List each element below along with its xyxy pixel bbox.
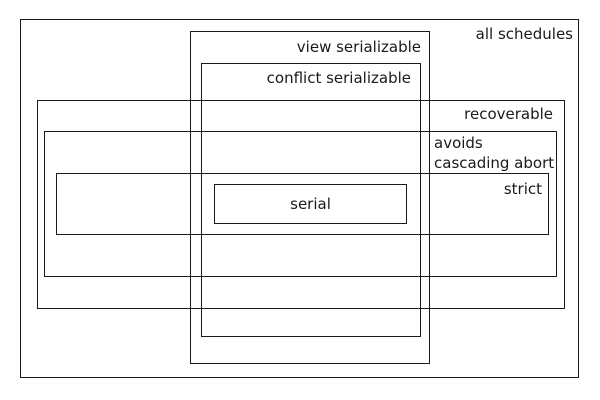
label-view-serializable: view serializable	[296, 38, 421, 56]
label-avoids-line2: cascading abort	[434, 154, 555, 172]
set-all-schedules	[20, 19, 579, 378]
label-conflict-serializable: conflict serializable	[266, 69, 411, 87]
set-avoids-cascading-abort	[44, 131, 557, 277]
set-strict	[56, 173, 549, 235]
label-all-schedules: all schedules	[475, 25, 573, 43]
label-strict: strict	[503, 180, 542, 198]
label-serial: serial	[290, 195, 331, 213]
set-view-serializable	[190, 31, 430, 364]
set-recoverable	[37, 100, 565, 309]
set-serial	[214, 184, 407, 224]
label-avoids-line1: avoids	[434, 134, 483, 152]
label-avoids-cascading-abort: avoids cascading abort	[434, 133, 559, 173]
set-conflict-serializable	[201, 63, 421, 337]
label-recoverable: recoverable	[464, 105, 553, 123]
